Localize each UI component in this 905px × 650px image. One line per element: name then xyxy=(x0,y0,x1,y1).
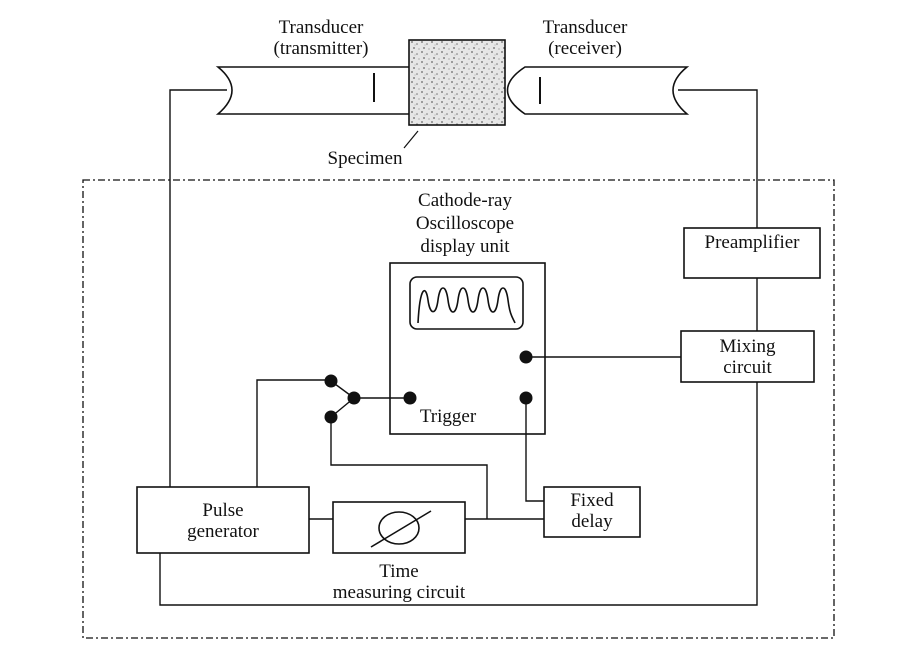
trigger-label: Trigger xyxy=(419,406,477,427)
pulse-generator-label-line2: generator xyxy=(187,521,259,542)
mixing-circuit-label: Mixing circuit xyxy=(681,336,814,378)
oscilloscope-label-line2: Oscilloscope xyxy=(415,213,515,234)
terminals xyxy=(324,350,533,424)
pulse-generator-label: Pulse generator xyxy=(137,500,309,542)
time-measuring-box xyxy=(332,501,466,554)
time-measuring-label-line1: Time xyxy=(379,561,419,582)
time-measuring-label: Time measuring circuit xyxy=(315,561,483,603)
transmitter-label-line1: Transducer xyxy=(278,17,364,38)
meter-needle xyxy=(370,510,432,548)
oscilloscope-label-line1: Cathode-ray xyxy=(418,190,512,211)
preamplifier-label: Preamplifier xyxy=(704,232,800,253)
instrument-enclosure xyxy=(82,179,835,639)
pulse-generator-label-line1: Pulse xyxy=(202,500,244,521)
time-measuring-label-line2: measuring circuit xyxy=(332,582,466,603)
transmitter-label: Transducer (transmitter) xyxy=(258,17,384,59)
oscilloscope-label: Cathode-ray Oscilloscope display unit xyxy=(395,189,535,258)
mixing-circuit-label-line1: Mixing xyxy=(719,336,776,357)
specimen-leader xyxy=(403,130,419,149)
preamplifier-box xyxy=(683,227,821,279)
oscilloscope-box xyxy=(389,262,546,435)
oscilloscope-screen xyxy=(409,276,524,330)
receiver-label-line1: Transducer xyxy=(542,17,628,38)
fixed-delay-label-line1: Fixed xyxy=(570,490,614,511)
transmitter-label-line2: (transmitter) xyxy=(273,38,369,59)
oscilloscope-label-line3: display unit xyxy=(420,236,510,257)
receiver-label-line2: (receiver) xyxy=(548,38,622,59)
receiver-label: Transducer (receiver) xyxy=(522,17,648,59)
mixing-circuit-label-line2: circuit xyxy=(723,357,772,378)
oscilloscope-waveform-icon xyxy=(417,287,516,324)
specimen-texture xyxy=(408,39,506,126)
fixed-delay-label: Fixed delay xyxy=(544,490,640,532)
transducer-receiver xyxy=(506,66,690,115)
fixed-delay-box xyxy=(543,486,641,538)
meter-dial-icon xyxy=(378,511,420,545)
fixed-delay-label-line2: delay xyxy=(571,511,613,532)
wiring xyxy=(159,89,758,606)
pulse-generator-box xyxy=(136,486,310,554)
specimen-label: Specimen xyxy=(327,148,403,169)
transducer-transmitter xyxy=(215,66,421,115)
